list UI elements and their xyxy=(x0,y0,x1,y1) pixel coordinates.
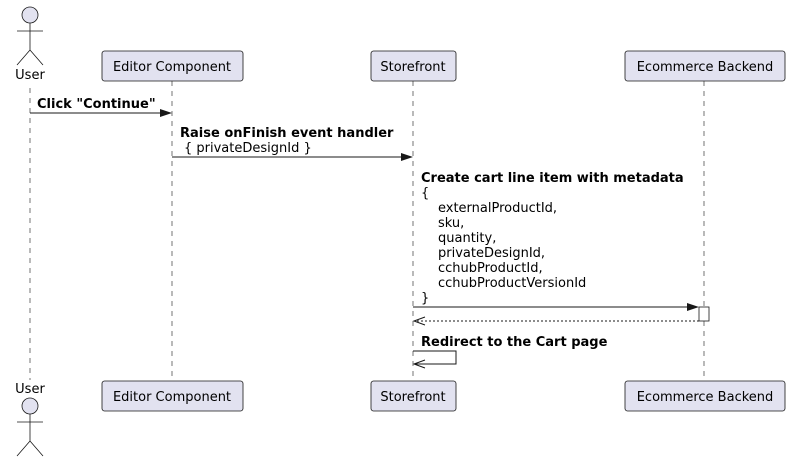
arrowhead xyxy=(160,109,172,117)
backend-label-bottom: Ecommerce Backend xyxy=(637,390,774,405)
message-return xyxy=(412,316,699,326)
message-title: Raise onFinish event handler xyxy=(180,126,394,141)
editor-box xyxy=(101,380,244,412)
metadata-line: quantity, xyxy=(438,231,496,246)
editor-box xyxy=(101,50,244,82)
editor-participant-top: Editor Component xyxy=(101,50,244,82)
storefront-participant-bottom: Storefront xyxy=(370,380,457,412)
metadata-line: cchubProductVersionId xyxy=(438,276,586,291)
backend-participant-bottom: Ecommerce Backend xyxy=(624,380,786,412)
storefront-box xyxy=(370,50,457,82)
message-label: Click "Continue" xyxy=(37,97,156,112)
metadata-line: sku, xyxy=(438,216,464,231)
actor-body xyxy=(16,414,44,457)
self-message-line xyxy=(413,350,457,365)
metadata-line: } xyxy=(421,291,429,306)
metadata-line: externalProductId, xyxy=(438,201,557,216)
actor-body xyxy=(16,23,44,66)
storefront-box xyxy=(370,380,457,412)
storefront-label-bottom: Storefront xyxy=(380,390,445,405)
metadata-line: privateDesignId, xyxy=(438,246,545,261)
message-click-continue: Click "Continue" xyxy=(30,97,172,117)
editor-participant-bottom: Editor Component xyxy=(101,380,244,412)
message-raise-onfinish: Raise onFinish event handler { privateDe… xyxy=(172,126,413,161)
message-redirect-to-cart: Redirect to the Cart page xyxy=(412,335,608,369)
open-arrowhead xyxy=(412,316,426,326)
metadata-line: cchubProductId, xyxy=(438,261,543,276)
storefront-label-top: Storefront xyxy=(380,60,445,75)
storefront-participant-top: Storefront xyxy=(370,50,457,82)
actor-head xyxy=(21,397,39,415)
editor-label-bottom: Editor Component xyxy=(113,390,231,405)
arrowhead xyxy=(401,153,413,161)
arrowhead xyxy=(687,303,699,311)
user-label-top: User xyxy=(15,68,45,83)
message-title: Create cart line item with metadata xyxy=(421,171,684,186)
user-actor-bottom: User xyxy=(15,382,45,457)
user-actor-top: User xyxy=(15,6,45,83)
open-arrowhead xyxy=(412,359,426,369)
backend-box xyxy=(624,380,786,412)
actor-head xyxy=(21,6,39,24)
backend-participant-top: Ecommerce Backend xyxy=(624,50,786,82)
backend-box xyxy=(624,50,786,82)
metadata-line: { xyxy=(421,186,429,201)
message-body: { privateDesignId } xyxy=(184,141,312,156)
editor-label-top: Editor Component xyxy=(113,60,231,75)
message-label: Redirect to the Cart page xyxy=(421,335,608,350)
backend-activation-bar xyxy=(698,306,710,322)
backend-label-top: Ecommerce Backend xyxy=(637,60,774,75)
user-label-bottom: User xyxy=(15,382,45,397)
message-create-cart-line-item: Create cart line item with metadata { ex… xyxy=(413,171,699,311)
